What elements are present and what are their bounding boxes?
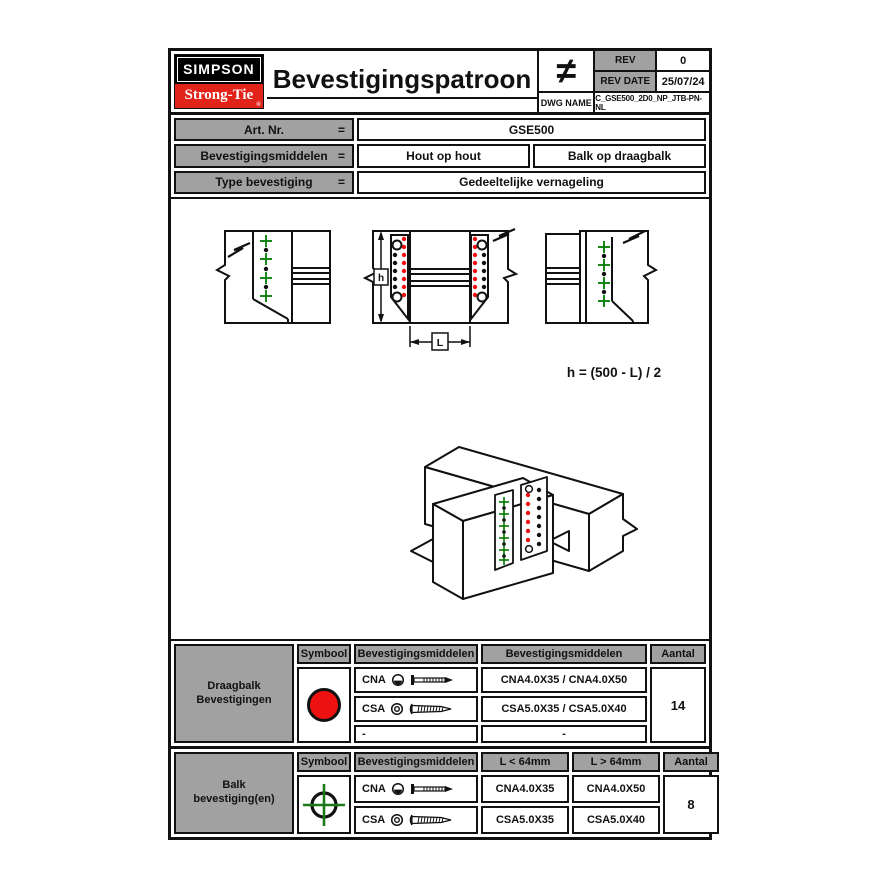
middelen-value-1: Hout op hout (357, 144, 530, 168)
table2-cna-l-large: CNA4.0X50 (572, 775, 660, 803)
csa-head-icon (391, 702, 404, 716)
logo-simpson: SIMPSON (175, 55, 263, 84)
table1-col-aantal: Aantal (650, 644, 706, 664)
cna-head-icon (391, 673, 404, 687)
equals-sign: = (337, 148, 345, 163)
front-view: h L (362, 227, 519, 351)
table2-aantal-value: 8 (663, 775, 719, 834)
balk-symbol-cell (297, 775, 351, 834)
csa-head-icon (391, 813, 404, 827)
table2-col-l-small: L < 64mm (481, 752, 569, 772)
table2-row-label: Balk bevestiging(en) (174, 752, 294, 834)
side-view-left (214, 230, 331, 324)
projection-symbol-icon: ≠ (539, 51, 596, 93)
cna-nail-icon (410, 784, 453, 794)
type-value-cell: Gedeeltelijke vernageling (357, 170, 706, 194)
table1-row-cna-code: CNA (354, 667, 478, 693)
crosshair-symbol-icon (303, 783, 345, 826)
table2-row-cna-code: CNA (354, 775, 478, 803)
table1-row-dash-value: - (481, 725, 647, 743)
table1-aantal-value: 14 (650, 667, 706, 743)
info-row-middelen: Bevestigingsmiddelen = Hout op hout Balk… (174, 144, 706, 168)
table2-col-middelen: Bevestigingsmiddelen (354, 752, 478, 772)
svg-text:h: h (378, 273, 384, 284)
table1-row-dash-code: - (354, 725, 478, 743)
draagbalk-fasteners-right (472, 236, 478, 298)
red-circle-symbol-icon (307, 688, 341, 722)
simpson-strongtie-logo: SIMPSON Strong-Tie ® (174, 54, 264, 109)
cna-nail-icon (410, 675, 453, 685)
table2-col-aantal: Aantal (663, 752, 719, 772)
drawing-area: h L (171, 199, 709, 641)
svg-text:L: L (437, 337, 444, 349)
table2-row-csa-code: CSA (354, 806, 478, 834)
table-draagbalk: Draagbalk Bevestigingen Symbool Bevestig… (171, 641, 709, 749)
page-title: Bevestigingspatroon (266, 64, 538, 99)
rev-label: REV (595, 51, 658, 72)
rev-date-value: 25/07/24 (657, 72, 709, 93)
table2-col-symbool: Symbool (297, 752, 351, 772)
isometric-view (410, 446, 638, 600)
table2-csa-l-small: CSA5.0X35 (481, 806, 569, 834)
csa-screw-icon (409, 703, 452, 715)
table1-col-symbool: Symbool (297, 644, 351, 664)
artnr-value-cell: GSE500 (357, 118, 706, 142)
rev-value: 0 (657, 51, 709, 72)
drawing-sheet: SIMPSON Strong-Tie ® Bevestigingspatroon… (168, 48, 719, 840)
dwg-name-value: C_GSE500_2D0_NP_JTB-PN-NL (595, 93, 702, 112)
table1-col-middelen: Bevestigingsmiddelen (354, 644, 478, 664)
table-balk: Balk bevestiging(en) Symbool Bevestiging… (171, 749, 719, 837)
logo-strongtie: Strong-Tie ® (175, 83, 263, 108)
title-block: SIMPSON Strong-Tie ® Bevestigingspatroon… (171, 51, 709, 115)
side-view-right (545, 230, 659, 324)
rev-date-label: REV DATE (595, 72, 658, 93)
middelen-label-cell: Bevestigingsmiddelen = (174, 144, 354, 168)
formula-text: h = (500 - L) / 2 (567, 365, 661, 380)
type-label-cell: Type bevestiging = (174, 170, 354, 194)
info-table: Art. Nr. = GSE500 Bevestigingsmiddelen =… (171, 115, 709, 199)
equals-sign: = (337, 122, 345, 137)
dimension-h: h (373, 231, 389, 323)
info-row-type: Type bevestiging = Gedeeltelijke vernage… (174, 170, 706, 194)
table1-row-label: Draagbalk Bevestigingen (174, 644, 294, 743)
table1-col-middelen2: Bevestigingsmiddelen (481, 644, 647, 664)
dimension-l: L (409, 326, 471, 351)
table2-cna-l-small: CNA4.0X35 (481, 775, 569, 803)
registered-mark: ® (256, 102, 261, 108)
artnr-label-cell: Art. Nr. = (174, 118, 354, 142)
csa-screw-icon (409, 814, 452, 826)
cna-head-icon (391, 782, 404, 796)
revision-block: ≠ REV 0 REV DATE 25/07/24 DWG NAME C_GSE… (537, 51, 709, 112)
dwg-name-label: DWG NAME (539, 93, 596, 112)
table1-row-csa-value: CSA5.0X35 / CSA5.0X40 (481, 696, 647, 722)
equals-sign: = (337, 175, 345, 190)
table1-row-csa-code: CSA (354, 696, 478, 722)
info-row-artnr: Art. Nr. = GSE500 (174, 118, 706, 142)
draagbalk-fasteners-left (401, 236, 407, 298)
table2-csa-l-large: CSA5.0X40 (572, 806, 660, 834)
technical-drawing: h L (214, 227, 661, 600)
table1-row-cna-value: CNA4.0X35 / CNA4.0X50 (481, 667, 647, 693)
table2-col-l-large: L > 64mm (572, 752, 660, 772)
middelen-value-2: Balk op draagbalk (533, 144, 706, 168)
draagbalk-symbol-cell (297, 667, 351, 743)
